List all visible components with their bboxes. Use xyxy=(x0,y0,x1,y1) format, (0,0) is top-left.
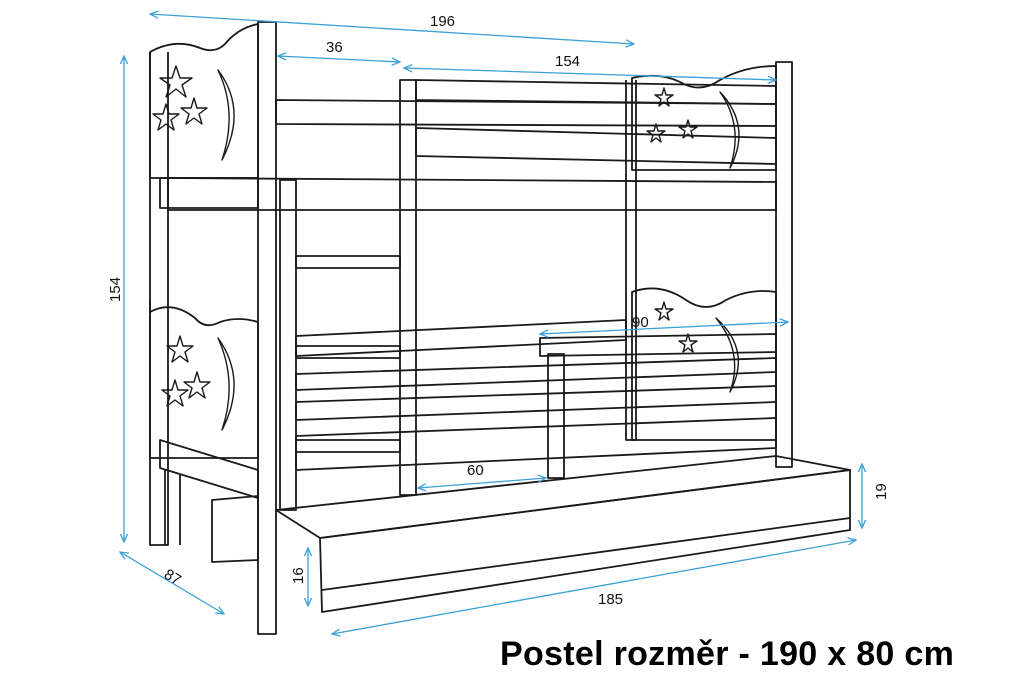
label-drawer-clearance: 19 xyxy=(873,483,890,500)
left-back-post xyxy=(149,52,169,546)
drawer-top xyxy=(275,455,851,539)
right-back-post xyxy=(625,80,637,441)
dim-ladder-width-line xyxy=(278,56,400,62)
dim-depth-line xyxy=(120,552,224,614)
lower-left-headboard xyxy=(149,299,259,459)
left-leg xyxy=(164,470,181,545)
drawer-lip xyxy=(321,517,851,591)
upper-left-stars-moon xyxy=(152,65,235,161)
dimension-labels: 196 36 154 154 87 90 60 16 19 185 xyxy=(107,13,890,608)
upper-right-headboard xyxy=(631,65,777,171)
drawer-side xyxy=(211,495,259,563)
label-depth: 87 xyxy=(161,566,184,589)
label-drawer-height: 16 xyxy=(290,567,307,584)
bed-outline xyxy=(149,21,851,635)
drawer-front xyxy=(319,469,851,613)
upper-left-headboard xyxy=(149,23,259,179)
lower-rail-2 xyxy=(295,385,777,421)
label-lower-opening: 60 xyxy=(467,462,484,479)
label-height: 154 xyxy=(107,277,124,302)
label-drawer-length: 185 xyxy=(598,591,623,608)
dimension-lines xyxy=(120,14,862,634)
lower-back-rail xyxy=(295,319,627,357)
dim-upper-opening-line xyxy=(404,68,776,80)
lower-guard-post xyxy=(547,353,565,479)
ladder-rung-1 xyxy=(295,255,401,269)
left-front-post xyxy=(257,21,277,635)
right-front-post xyxy=(775,61,793,468)
lower-right-stars-moon xyxy=(654,301,740,393)
ladder-left-rail xyxy=(279,179,297,511)
dim-drawer-length-line xyxy=(332,540,856,634)
lower-rail-1 xyxy=(295,357,777,391)
lower-right-headboard xyxy=(631,287,777,441)
dim-lower-opening-line xyxy=(418,478,546,488)
label-upper-opening: 154 xyxy=(555,53,580,70)
bed-size-caption: Postel rozměr - 190 x 80 cm xyxy=(500,635,955,673)
dim-total-length-line xyxy=(150,14,634,44)
upper-bed-frame xyxy=(167,177,777,211)
label-total-length: 196 xyxy=(430,13,455,30)
label-ladder-width: 36 xyxy=(326,39,343,56)
lower-rail-3 xyxy=(295,417,777,471)
upper-guard-top xyxy=(415,79,777,105)
upper-right-stars-moon xyxy=(646,87,740,169)
upper-left-rail xyxy=(159,177,259,209)
lower-left-rail xyxy=(159,439,259,499)
ladder-rung-3 xyxy=(295,439,401,453)
upper-guard-mid xyxy=(415,127,777,165)
dim-guard-length-line xyxy=(540,322,788,334)
lower-guard-rail xyxy=(539,333,777,357)
label-guard-length: 90 xyxy=(632,314,649,331)
lower-left-stars-moon xyxy=(161,335,235,431)
